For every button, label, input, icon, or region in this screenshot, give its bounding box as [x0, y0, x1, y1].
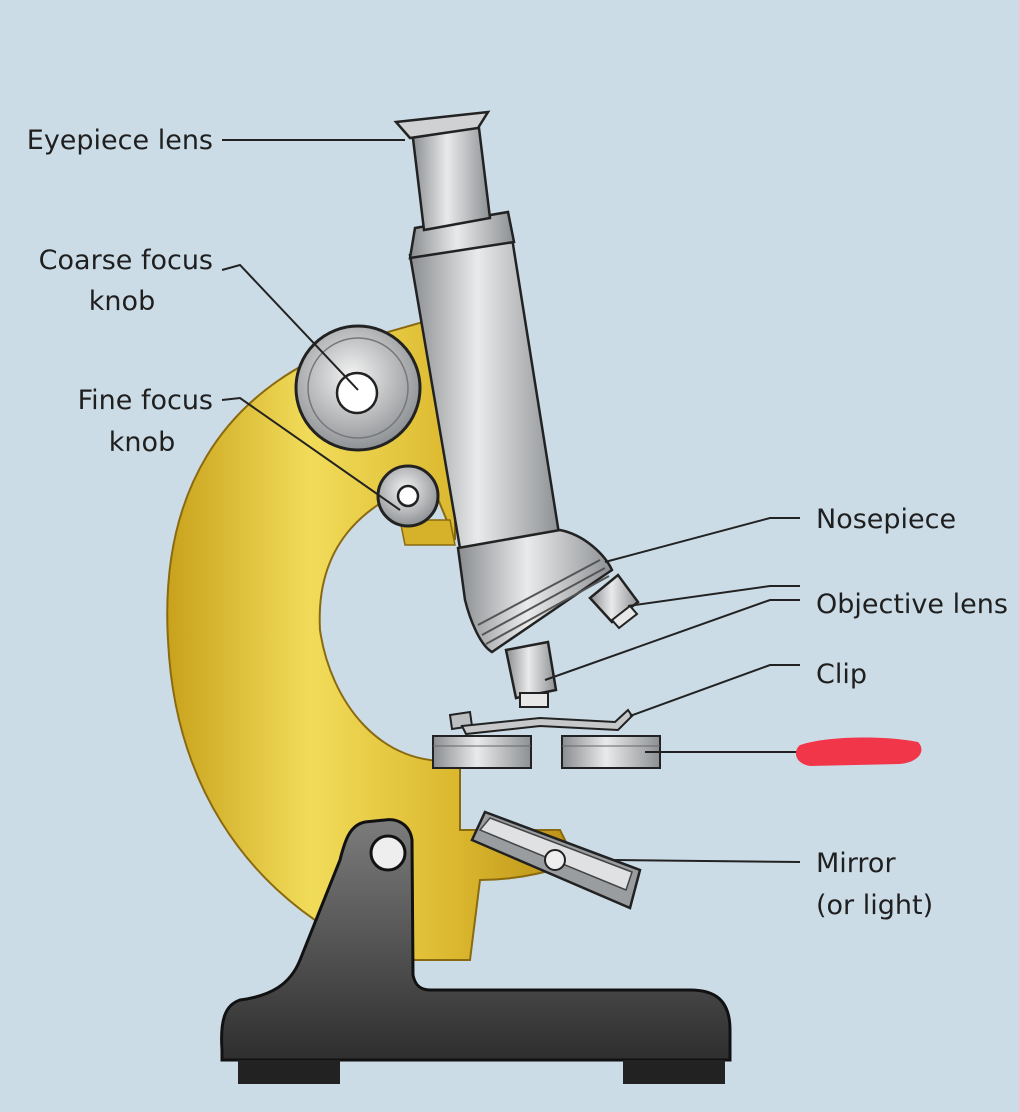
objective-lenses [504, 573, 640, 708]
microscope-arm [166, 318, 577, 961]
clip [448, 708, 634, 736]
label-objective-lens: Objective lens [816, 589, 1008, 620]
stage-platform [432, 735, 661, 769]
leader-lines [221, 139, 801, 863]
microscope-base [220, 818, 732, 1062]
label-eyepiece-lens: Eyepiece lens [27, 125, 213, 156]
nosepiece [456, 528, 614, 654]
body-tube [393, 110, 562, 562]
label-nosepiece: Nosepiece [816, 504, 956, 535]
mirror [470, 810, 642, 910]
label-coarse-focus-line1: Coarse focus [39, 245, 213, 276]
label-clip: Clip [816, 659, 867, 690]
label-mirror-line1: Mirror [816, 848, 896, 879]
label-mirror-line2: (or light) [816, 890, 933, 921]
fine-focus-knob [376, 464, 440, 528]
label-fine-focus-line2: knob [109, 427, 175, 458]
redaction-mark [795, 737, 922, 766]
label-coarse-focus-line2: knob [89, 286, 155, 317]
label-fine-focus-line1: Fine focus [78, 385, 213, 416]
